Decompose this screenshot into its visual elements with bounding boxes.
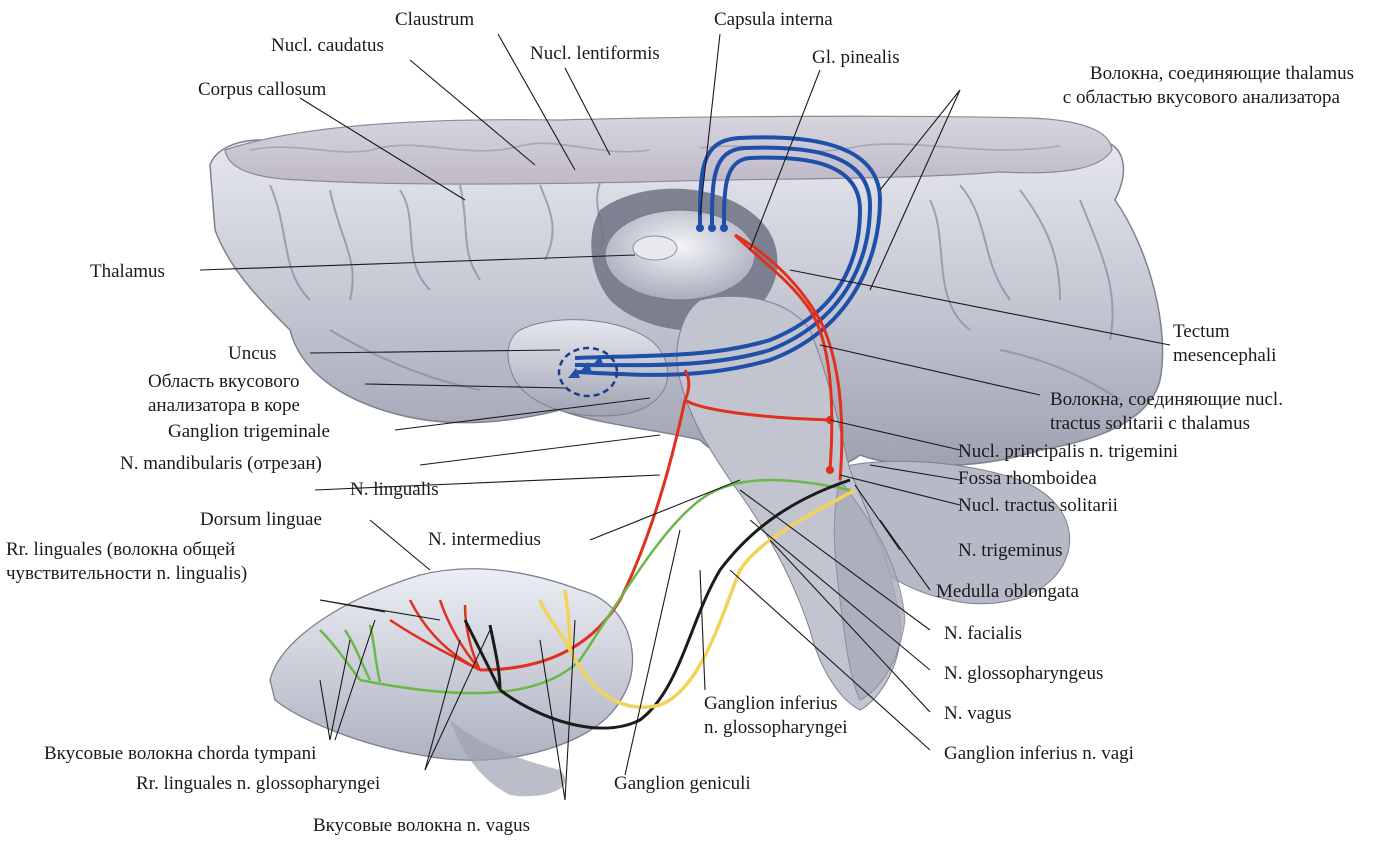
label-capsula-interna: Capsula interna [714,8,833,31]
label-fossa-rhomboidea: Fossa rhomboidea [958,467,1097,490]
label-fibers-thalamus-1: Волокна, соединяющие thalamus [1090,62,1354,85]
label-corpus-callosum: Corpus callosum [198,78,326,101]
label-taste-area-1: Область вкусового [148,370,300,393]
label-ganglion-inferius-vagi: Ganglion inferius n. vagi [944,742,1134,765]
label-ganglion-trigeminale: Ganglion trigeminale [168,420,330,443]
label-medulla-oblongata: Medulla oblongata [936,580,1079,603]
label-ganglion-geniculi: Ganglion geniculi [614,772,751,795]
label-fibers-thalamus-2: с областью вкусового анализатора [1063,86,1340,109]
label-n-trigeminus: N. trigeminus [958,539,1063,562]
label-dorsum-linguae: Dorsum linguae [200,508,322,531]
label-ganglion-inferius-glosso-1: Ganglion inferius [704,692,838,715]
label-nucl-lentiformis: Nucl. lentiformis [530,42,660,65]
label-nucl-caudatus: Nucl. caudatus [271,34,384,57]
label-gl-pinealis: Gl. pinealis [812,46,900,69]
label-rr-linguales-2: чувствительности n. lingualis) [6,562,247,585]
label-uncus: Uncus [228,342,277,365]
label-n-vagus: N. vagus [944,702,1012,725]
label-tectum-2: mesencephali [1173,344,1276,367]
label-n-glossopharyngeus: N. glossopharyngeus [944,662,1103,685]
label-claustrum: Claustrum [395,8,474,31]
label-thalamus: Thalamus [90,260,165,283]
label-rr-linguales-glosso: Rr. linguales n. glossopharyngei [136,772,380,795]
label-chorda-tympani: Вкусовые волокна chorda tympani [44,742,316,765]
label-n-intermedius: N. intermedius [428,528,541,551]
label-fibers-solitarii-2: tractus solitarii с thalamus [1050,412,1250,435]
label-n-mandibularis: N. mandibularis (отрезан) [120,452,322,475]
label-vagus-taste-fibers: Вкусовые волокна n. vagus [313,814,530,837]
label-fibers-solitarii-1: Волокна, соединяющие nucl. [1050,388,1283,411]
label-n-facialis: N. facialis [944,622,1022,645]
label-rr-linguales-1: Rr. linguales (волокна общей [6,538,235,561]
label-nucl-principalis: Nucl. principalis n. trigemini [958,440,1178,463]
label-nucl-tractus-solitarii: Nucl. tractus solitarii [958,494,1118,517]
label-tectum-1: Tectum [1173,320,1230,343]
label-n-lingualis: N. lingualis [350,478,439,501]
label-taste-area-2: анализатора в коре [148,394,300,417]
label-ganglion-inferius-glosso-2: n. glossopharyngei [704,716,848,739]
